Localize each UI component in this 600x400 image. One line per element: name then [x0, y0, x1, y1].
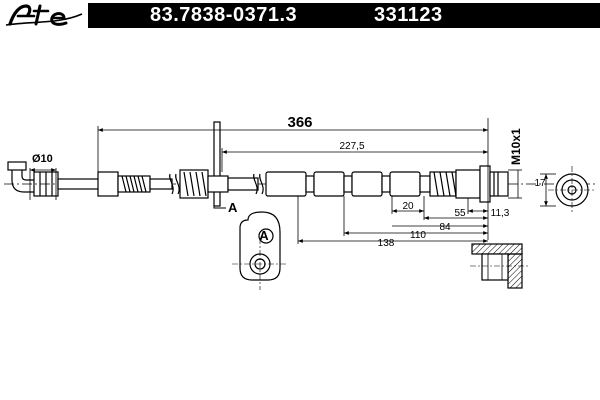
dim-text-20: 20 [402, 201, 414, 212]
dimension-lines [29, 118, 522, 244]
dim-text-55: 55 [454, 208, 466, 219]
dim-text-138: 138 [378, 238, 395, 249]
header: 83.7838-0371.3 331123 [0, 0, 600, 34]
view-a-arrow [213, 198, 226, 209]
dim-text-227: 227,5 [339, 141, 364, 152]
technical-drawing: 366 227,5 Ø10 20 55 11,3 84 110 138 M10x… [0, 34, 600, 400]
right-end-fitting [429, 165, 509, 203]
dim-text-17: 17 [534, 178, 546, 189]
left-elbow-fitting [7, 161, 59, 197]
header-bar [88, 3, 600, 28]
left-crimp-fitting [97, 171, 173, 197]
bracket-detail-view [232, 211, 288, 290]
steel-tube [57, 178, 101, 190]
view-a-label: A [228, 200, 238, 215]
dim-text-thread: M10x1 [509, 128, 523, 165]
reference-number: 331123 [374, 4, 443, 26]
part-number: 83.7838-0371.3 [150, 4, 298, 26]
dim-text-366: 366 [287, 114, 312, 131]
bracket-fitting [179, 121, 229, 207]
ate-logo [4, 2, 84, 28]
end-fitting-view [540, 166, 596, 214]
break-mark-left [169, 173, 180, 195]
section-view [470, 243, 530, 289]
brake-hose [4, 121, 596, 207]
hose-body [227, 171, 431, 197]
dim-text-110: 110 [410, 230, 426, 241]
dim-text-84: 84 [439, 222, 451, 233]
view-a-reference: A [259, 228, 269, 243]
dim-text-11: 11,3 [491, 208, 510, 219]
dim-text-diameter: Ø10 [32, 153, 53, 165]
dimension-labels: 366 227,5 Ø10 20 55 11,3 84 110 138 M10x… [32, 114, 546, 249]
drawing-canvas: 366 227,5 Ø10 20 55 11,3 84 110 138 M10x… [4, 114, 596, 290]
